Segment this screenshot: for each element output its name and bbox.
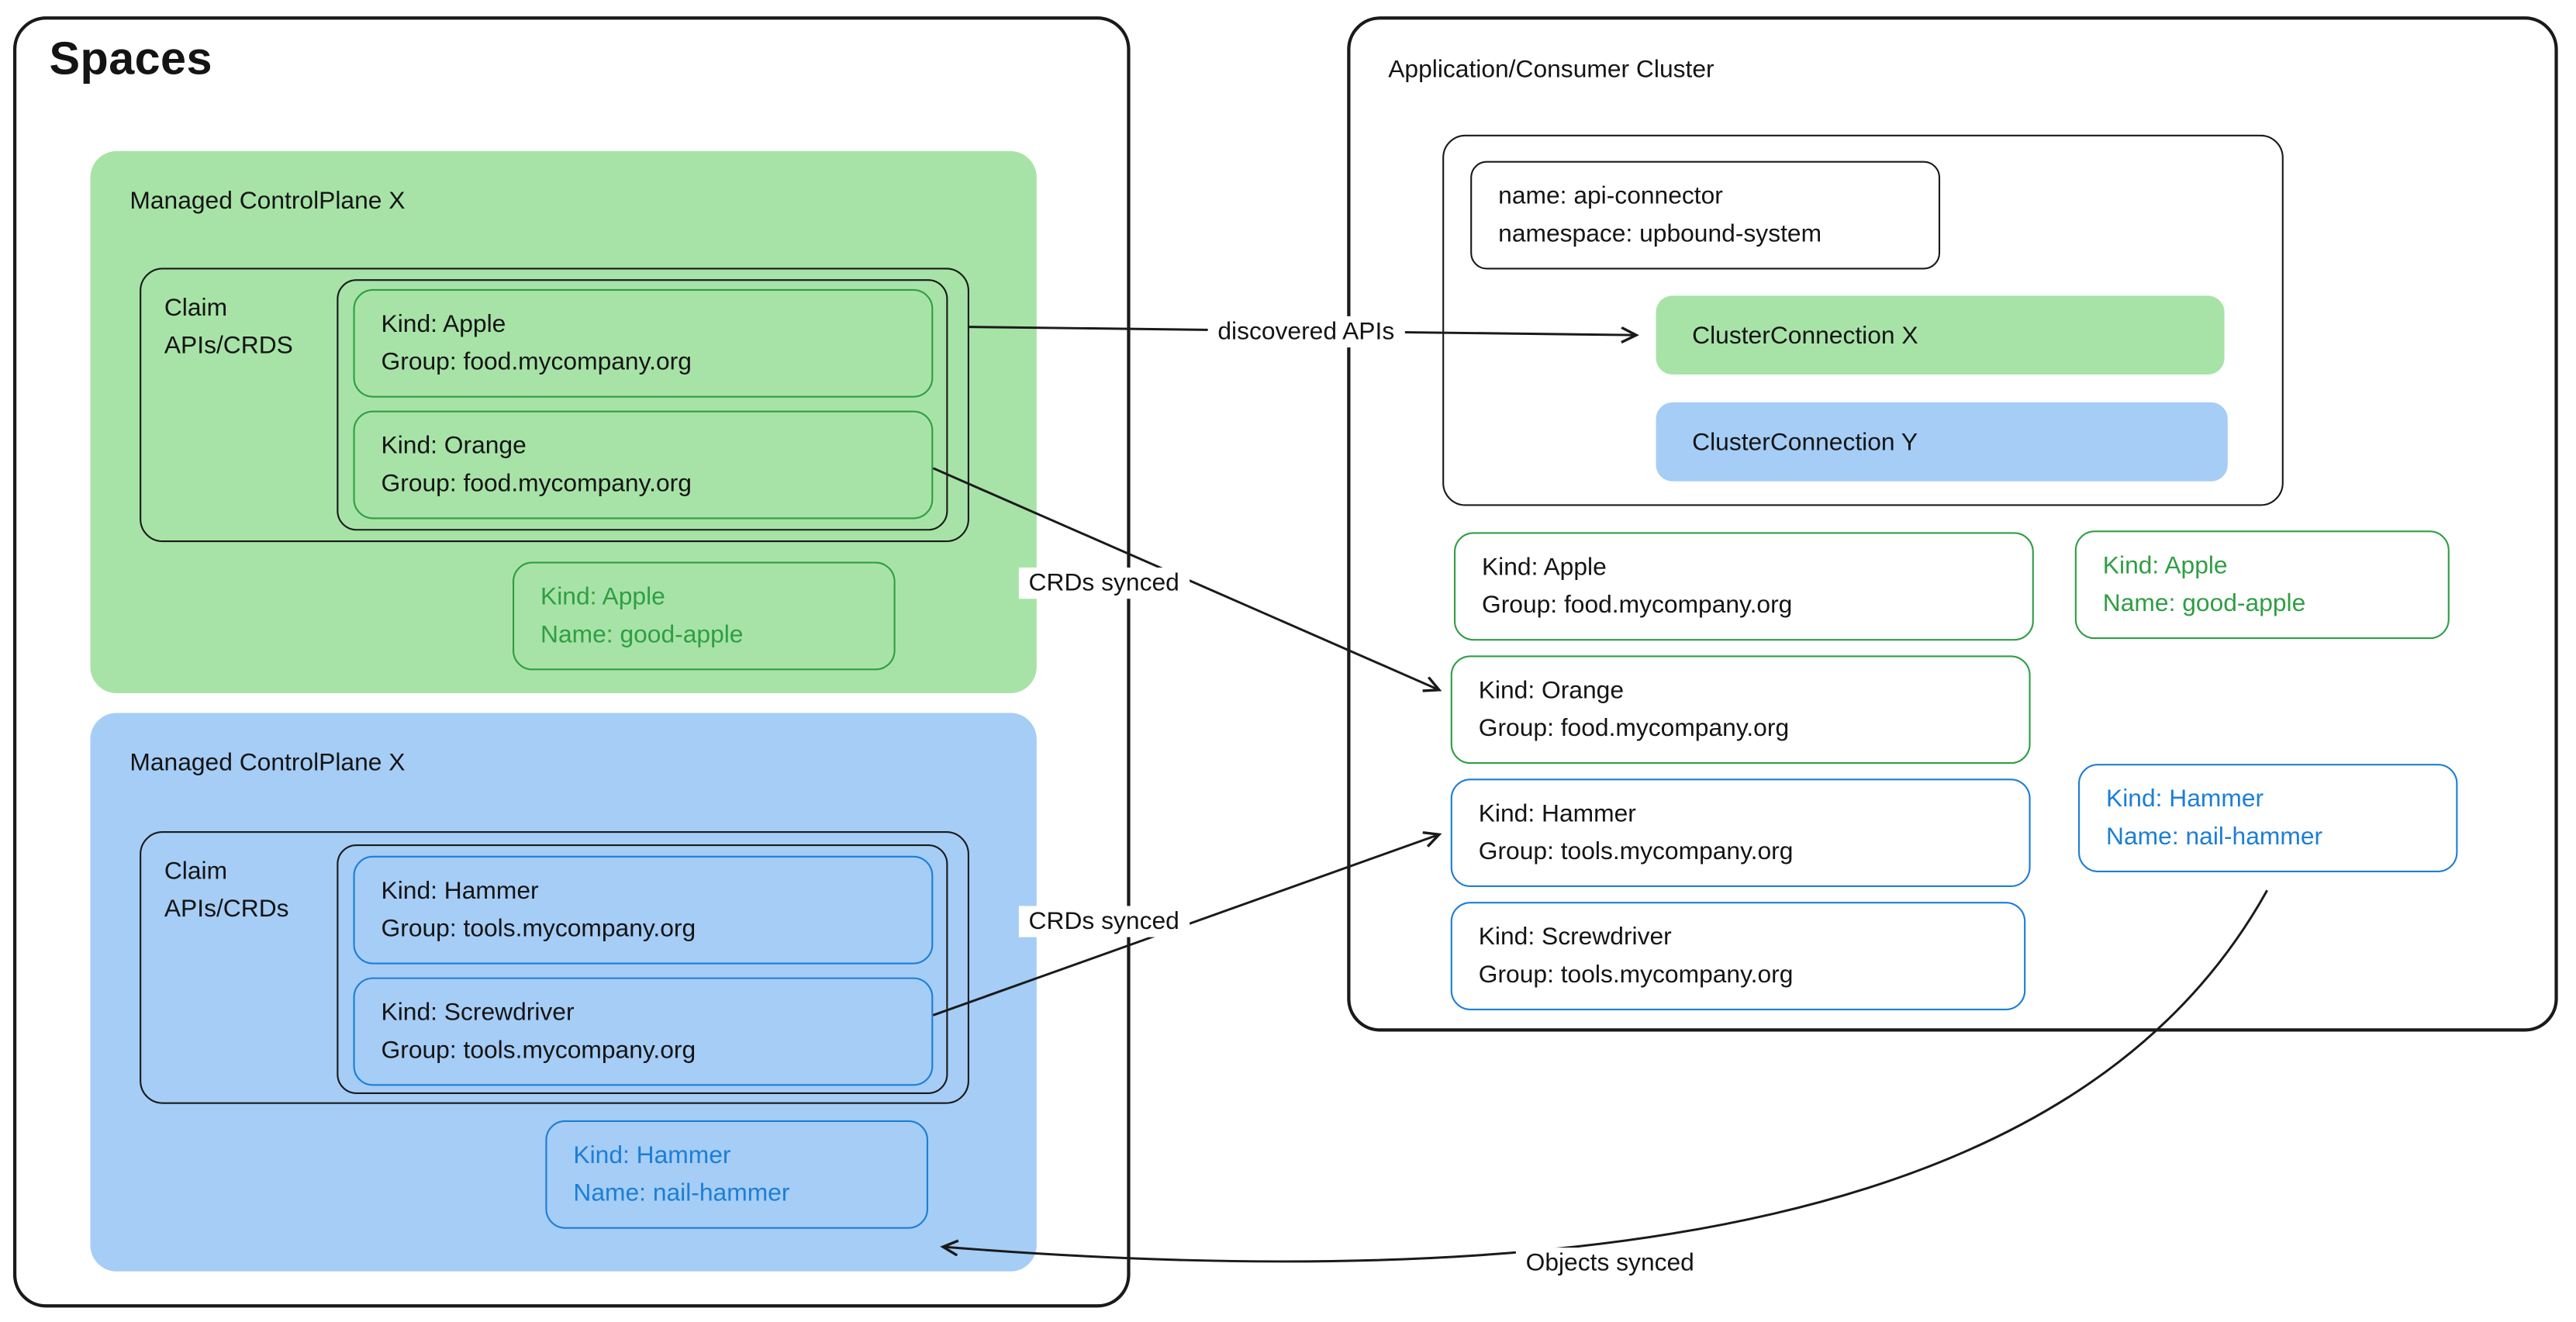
crd-card-hammer-kind: Kind: Hammer xyxy=(381,877,539,906)
cluster-object-good-apple-kind: Kind: Apple xyxy=(2102,551,2228,580)
crd-card-hammer-group: Group: tools.mycompany.org xyxy=(381,915,696,944)
cluster-crd-hammer-kind: Kind: Hammer xyxy=(1478,799,1636,828)
crd-card-hammer: Kind: Hammer Group: tools.mycompany.org xyxy=(353,855,934,965)
cluster-crd-hammer: Kind: Hammer Group: tools.mycompany.org xyxy=(1450,778,2031,888)
claim-group-blue-label: Claim APIs/CRDs xyxy=(164,853,289,928)
crd-card-apple-kind: Kind: Apple xyxy=(381,310,506,339)
crd-card-apple: Kind: Apple Group: food.mycompany.org xyxy=(353,288,934,398)
cluster-connection-x: ClusterConnection X xyxy=(1656,295,2225,375)
claim-label-line1: Claim xyxy=(164,857,228,885)
label-crds-synced-blue: CRDs synced xyxy=(1018,906,1190,937)
cluster-crd-orange-kind: Kind: Orange xyxy=(1478,676,1625,705)
cluster-object-good-apple: Kind: Apple Name: good-apple xyxy=(2074,530,2450,640)
crd-card-screwdriver-group: Group: tools.mycompany.org xyxy=(381,1036,696,1065)
claim-label-line1: Claim xyxy=(164,294,228,323)
cluster-connection-y: ClusterConnection Y xyxy=(1656,402,2228,482)
object-card-good-apple-name: Name: good-apple xyxy=(540,620,744,649)
cluster-object-nail-hammer: Kind: Hammer Name: nail-hammer xyxy=(2078,764,2458,872)
object-card-good-apple-space: Kind: Apple Name: good-apple xyxy=(513,561,896,671)
claim-group-green xyxy=(140,268,969,543)
claim-label-line2: APIs/CRDS xyxy=(164,331,293,360)
crd-card-orange: Kind: Orange Group: food.mycompany.org xyxy=(353,410,934,519)
cluster-object-good-apple-name: Name: good-apple xyxy=(2102,589,2306,618)
cluster-crd-orange: Kind: Orange Group: food.mycompany.org xyxy=(1450,655,2031,765)
managed-controlplane-green-title: Managed ControlPlane X xyxy=(129,187,406,216)
label-crds-synced-green: CRDs synced xyxy=(1018,567,1190,599)
object-card-nail-hammer-name: Name: nail-hammer xyxy=(573,1179,790,1208)
cluster-object-nail-hammer-kind: Kind: Hammer xyxy=(2106,785,2264,813)
cluster-crd-screwdriver-kind: Kind: Screwdriver xyxy=(1478,923,1672,951)
claim-label-line2: APIs/CRDs xyxy=(164,895,289,923)
cluster-crd-orange-group: Group: food.mycompany.org xyxy=(1478,714,1790,743)
cluster-crd-screwdriver: Kind: Screwdriver Group: tools.mycompany… xyxy=(1450,902,2026,1010)
api-connector-name: name: api-connector xyxy=(1498,182,1723,211)
label-objects-synced: Objects synced xyxy=(1515,1248,1704,1279)
managed-controlplane-blue-title: Managed ControlPlane X xyxy=(129,749,406,778)
crd-card-apple-group: Group: food.mycompany.org xyxy=(381,348,692,377)
claim-cards-group-green xyxy=(337,279,948,531)
cluster-object-nail-hammer-name: Name: nail-hammer xyxy=(2106,823,2323,851)
cluster-crd-apple: Kind: Apple Group: food.mycompany.org xyxy=(1453,532,2034,641)
crd-card-orange-group: Group: food.mycompany.org xyxy=(381,469,692,498)
crd-card-screwdriver: Kind: Screwdriver Group: tools.mycompany… xyxy=(353,977,934,1086)
object-card-good-apple-kind: Kind: Apple xyxy=(540,583,665,612)
cluster-crd-screwdriver-group: Group: tools.mycompany.org xyxy=(1478,961,1794,989)
claim-group-green-label: Claim APIs/CRDS xyxy=(164,289,293,364)
crd-card-orange-kind: Kind: Orange xyxy=(381,432,527,461)
crd-card-screwdriver-kind: Kind: Screwdriver xyxy=(381,999,575,1027)
object-card-nail-hammer-space: Kind: Hammer Name: nail-hammer xyxy=(545,1120,929,1229)
cluster-title: Application/Consumer Cluster xyxy=(1388,56,1714,85)
cluster-crd-apple-group: Group: food.mycompany.org xyxy=(1481,591,1793,620)
object-card-nail-hammer-kind: Kind: Hammer xyxy=(573,1141,731,1170)
api-connector-meta-card: name: api-connector namespace: upbound-s… xyxy=(1470,161,1941,270)
spaces-title: Spaces xyxy=(49,33,212,85)
label-discovered-apis: discovered APIs xyxy=(1207,316,1404,348)
cluster-crd-hammer-group: Group: tools.mycompany.org xyxy=(1478,837,1794,866)
api-connector-namespace: namespace: upbound-system xyxy=(1498,219,1822,248)
cluster-crd-apple-kind: Kind: Apple xyxy=(1481,553,1607,582)
